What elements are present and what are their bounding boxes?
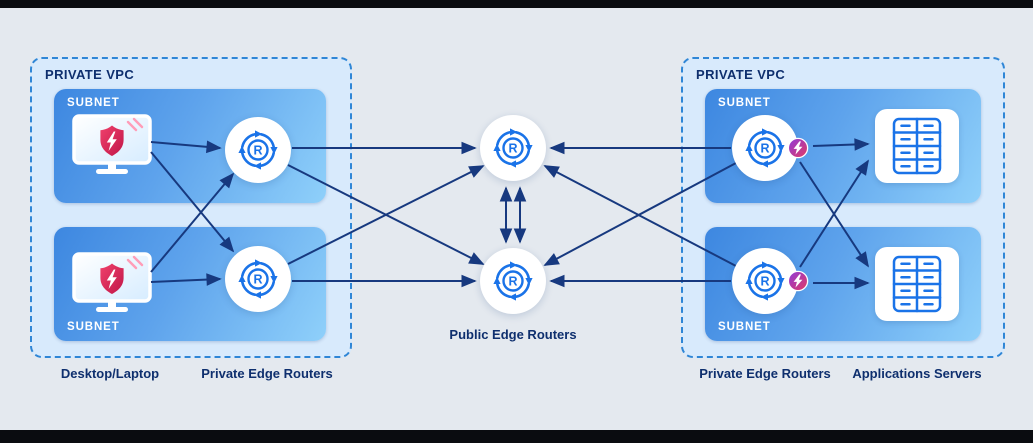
caption-desktop-laptop: Desktop/Laptop [60, 366, 160, 381]
right-private-router-1 [732, 115, 798, 181]
right-subnet-top: SUBNET [705, 89, 981, 203]
left-subnet-top-label: SUBNET [67, 97, 120, 109]
left-private-router-2 [225, 246, 291, 312]
caption-private-edge-right: Private Edge Routers [699, 366, 831, 381]
right-vpc-label: PRIVATE VPC [696, 67, 786, 82]
router-icon [235, 127, 281, 173]
lightning-badge-icon [787, 270, 809, 292]
router-icon [490, 258, 536, 304]
right-private-router-2 [732, 248, 798, 314]
lightning-badge-icon [787, 137, 809, 159]
arrow-desktop1-to-lrouter1 [150, 140, 222, 154]
arrow-rrouter2-to-server1 [799, 159, 869, 268]
caption-public-edge: Public Edge Routers [449, 327, 577, 342]
application-server-1 [875, 109, 959, 183]
arrow-rrouter2-to-prouter1 [543, 165, 737, 267]
router-icon [490, 125, 536, 171]
left-subnet-bottom-label: SUBNET [67, 321, 120, 333]
left-private-router-1 [225, 117, 291, 183]
right-private-vpc: PRIVATE VPC SUBNET SUBNET [681, 57, 1005, 358]
top-border-bar [0, 0, 1033, 8]
arrow-rrouter1-to-server1 [812, 138, 870, 151]
bottom-border-bar [0, 430, 1033, 443]
router-icon [742, 125, 788, 171]
caption-private-edge-left: Private Edge Routers [201, 366, 333, 381]
router-icon [742, 258, 788, 304]
right-subnet-top-label: SUBNET [718, 97, 771, 109]
router-icon [235, 256, 281, 302]
public-edge-router-2 [480, 248, 546, 314]
right-subnet-bottom-label: SUBNET [718, 321, 771, 333]
public-edge-router-1 [480, 115, 546, 181]
arrow-desktop2-to-lrouter1 [150, 172, 235, 273]
arrow-desktop1-to-lrouter2 [150, 151, 235, 253]
left-vpc-label: PRIVATE VPC [45, 67, 135, 82]
caption-applications-servers: Applications Servers [852, 366, 982, 381]
arrow-desktop2-to-lrouter2 [150, 273, 222, 286]
left-private-vpc: PRIVATE VPC SUBNET SUBNET [30, 57, 352, 358]
application-server-2 [875, 247, 959, 321]
arrow-rrouter1-to-prouter2 [543, 162, 737, 266]
arrow-lrouter2-to-prouter1 [287, 165, 485, 265]
